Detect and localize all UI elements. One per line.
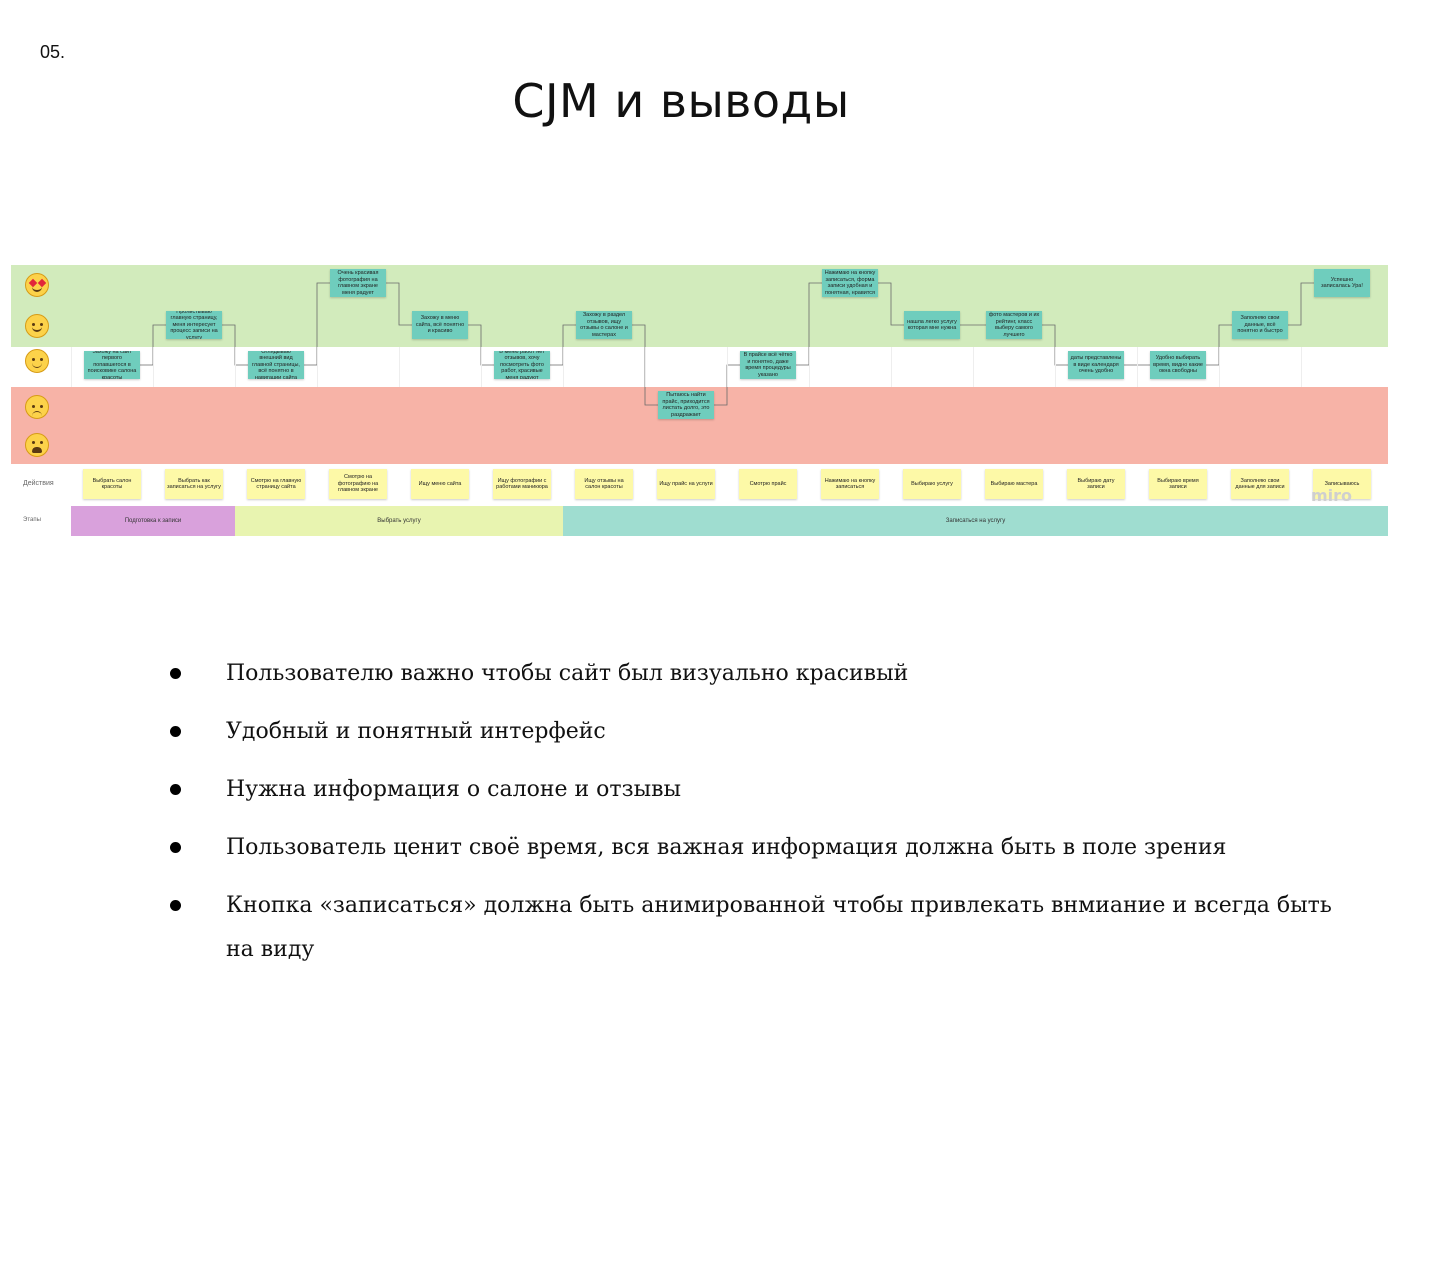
emotion-note: Нажимаю на кнопку записаться, форма запи…: [822, 269, 878, 297]
miro-watermark: miro: [1311, 486, 1353, 505]
column-divider: [973, 347, 974, 387]
column-divider: [399, 347, 400, 387]
curve-segment: [796, 282, 822, 366]
bullet-icon: [170, 900, 181, 911]
disappointed-icon: [25, 395, 49, 419]
column-divider: [1301, 347, 1302, 387]
column-divider: [235, 347, 236, 387]
conclusion-item: Удобный и понятный интерфейс: [170, 710, 1360, 754]
curve-segment: [1042, 324, 1068, 366]
stage-2: Выбрать услугу: [235, 506, 563, 536]
conclusion-item: Пользователь ценит своё время, вся важна…: [170, 826, 1360, 870]
cjm-board: Действия Этапы Захожу на сайт первого по…: [11, 265, 1388, 537]
action-note: Смотрю на главную страницу сайта: [247, 469, 305, 499]
conclusions-list: Пользователю важно чтобы сайт был визуал…: [170, 652, 1360, 986]
emotion-note: даты представлены в виде календаря очень…: [1068, 351, 1124, 379]
action-note: Смотрю на фотографию на главном экране: [329, 469, 387, 499]
action-note: Выбираю мастера: [985, 469, 1043, 499]
heart-eyes-icon: [25, 273, 49, 297]
bullet-icon: [170, 784, 181, 795]
curve-segment: [222, 324, 248, 366]
action-note: Смотрю прайс: [739, 469, 797, 499]
emotion-note: В прайсе всё чётко и понятно, даже время…: [740, 351, 796, 379]
bullet-icon: [170, 668, 181, 679]
curve-segment: [550, 324, 576, 366]
bullet-icon: [170, 842, 181, 853]
curve-segment: [386, 282, 412, 326]
page-number: 05.: [40, 42, 66, 62]
curve-segment: [304, 282, 330, 366]
emotion-note: Захожу в меню сайта, всё понятно и краси…: [412, 311, 468, 339]
column-divider: [153, 347, 154, 387]
emotion-curve: [140, 282, 1314, 406]
action-note: Ищу отзывы на салон красоты: [575, 469, 633, 499]
bullet-icon: [170, 726, 181, 737]
stage-3: Записаться на услугу: [563, 506, 1388, 536]
conclusion-item: Пользователю важно чтобы сайт был визуал…: [170, 652, 1360, 696]
curve-segment: [468, 324, 494, 366]
emotion-note: Удобно выбирать время, видно какие окна …: [1150, 351, 1206, 379]
emotion-note: Оглядываю внешний вид главной страницы, …: [248, 351, 304, 379]
neutral-smile-icon: [25, 349, 49, 373]
column-divider: [1137, 347, 1138, 387]
column-divider: [809, 347, 810, 387]
action-note: Выбираю услугу: [903, 469, 961, 499]
column-divider: [1055, 347, 1056, 387]
column-divider: [481, 347, 482, 387]
action-note: Выбрать салон красоты: [83, 469, 141, 499]
conclusion-item: Нужна информация о салоне и отзывы: [170, 768, 1360, 812]
action-note: Заполняю свои данные для записи: [1231, 469, 1289, 499]
conclusion-item: Кнопка «записаться» должна быть анимиров…: [170, 884, 1360, 972]
smiling-icon: [25, 314, 49, 338]
emotion-note: В меню работ нет отзывов, хочу посмотрет…: [494, 351, 550, 379]
emotion-note: Заполняю свои данные, всё понятно и быст…: [1232, 311, 1288, 339]
column-divider: [563, 347, 564, 387]
action-note: Ищу фотографии с работами маникюра: [493, 469, 551, 499]
stages-row-label: Этапы: [23, 517, 41, 523]
action-note: Ищу меню сайта: [411, 469, 469, 499]
actions-row-label: Действия: [23, 480, 54, 487]
emotion-note: фото мастеров и их рейтинг, класс выберу…: [986, 311, 1042, 339]
column-divider: [891, 347, 892, 387]
action-note: Записываюсь: [1313, 469, 1371, 499]
action-note: Выбрать как записаться на услугу: [165, 469, 223, 499]
emotion-note: Пролистываю главную страницу, меня интер…: [166, 311, 222, 339]
weary-icon: [25, 433, 49, 457]
curve-segment: [140, 324, 166, 366]
column-divider: [1219, 347, 1220, 387]
stage-1: Подготовка к записи: [71, 506, 235, 536]
column-divider: [645, 347, 646, 387]
page-title: CJM и выводы: [512, 74, 850, 128]
column-divider: [317, 347, 318, 387]
curve-segment: [1206, 324, 1232, 366]
curve-segment: [878, 282, 904, 326]
emotion-note: Захожу в раздел отзывов, ищу отзывы о са…: [576, 311, 632, 339]
action-note: Нажимаю на кнопку записаться: [821, 469, 879, 499]
positive-emotion-zone: [11, 265, 1388, 347]
emotion-note: Пытаюсь найти прайс, приходится листать …: [658, 391, 714, 419]
emotion-note: Захожу на сайт первого попавшегося в пои…: [84, 351, 140, 379]
action-note: Выбираю время записи: [1149, 469, 1207, 499]
action-note: Ищу прайс на услуги: [657, 469, 715, 499]
emotion-note: Очень красивая фотография на главном экр…: [330, 269, 386, 297]
action-note: Выбираю дату записи: [1067, 469, 1125, 499]
curve-segment: [1288, 282, 1314, 326]
column-divider: [71, 347, 72, 387]
emotion-note: Успешно записалась Ура!: [1314, 269, 1370, 297]
emotion-note: нашла легко услугу которая мне нужна: [904, 311, 960, 339]
column-divider: [727, 347, 728, 387]
